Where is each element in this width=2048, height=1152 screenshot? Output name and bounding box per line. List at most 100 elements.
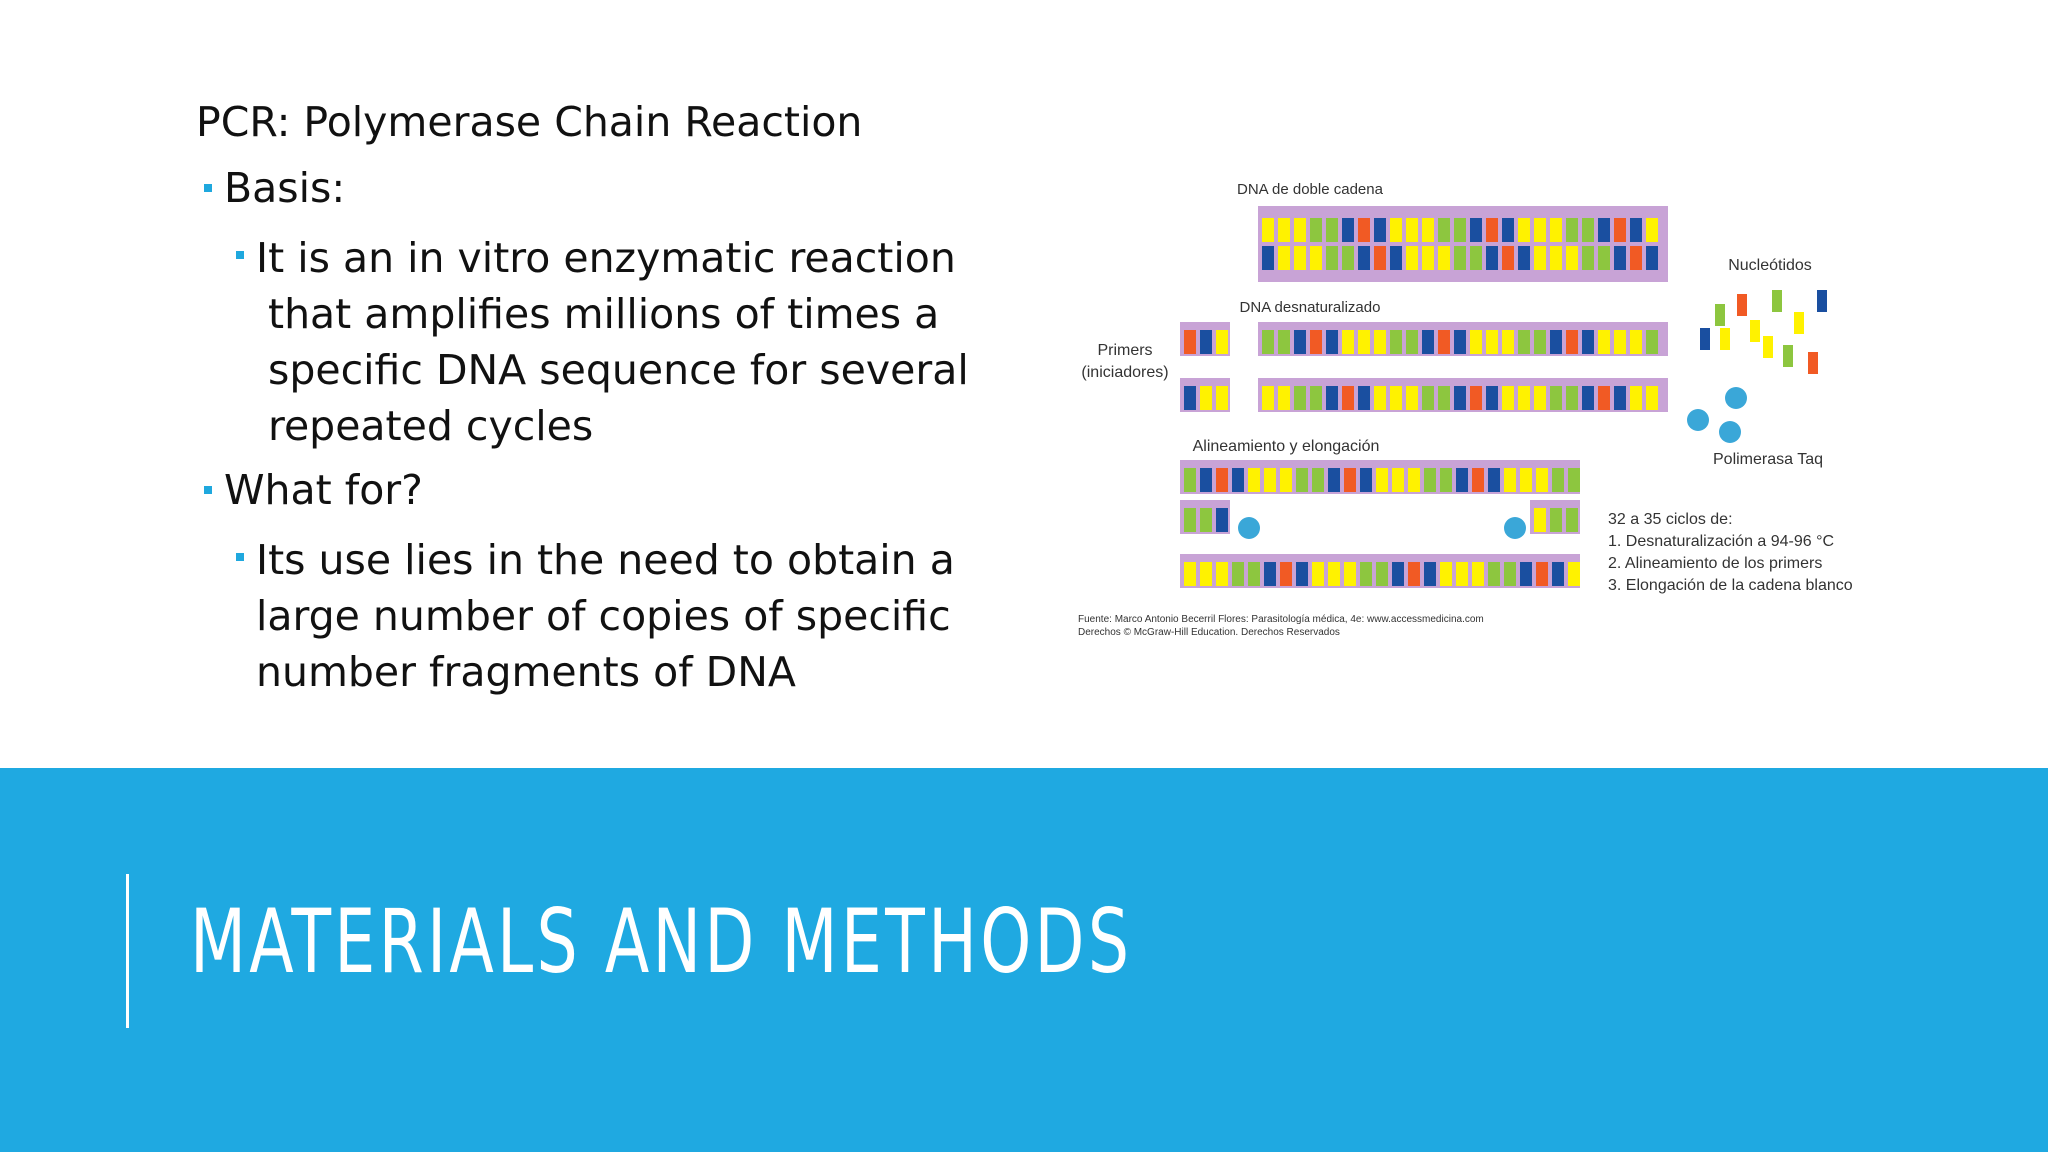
base-pair	[1470, 386, 1482, 410]
base-pair	[1328, 562, 1340, 586]
base-pair	[1376, 562, 1388, 586]
base-pair	[1296, 562, 1308, 586]
cycles-step-2: 2. Alineamiento de los primers	[1608, 555, 1822, 572]
base-pair	[1630, 386, 1642, 410]
base-pair	[1582, 386, 1594, 410]
base-pair	[1278, 330, 1290, 354]
base-pair	[1566, 246, 1578, 270]
base-pair	[1502, 330, 1514, 354]
base-pair	[1582, 246, 1594, 270]
base-pair	[1280, 562, 1292, 586]
base-pair	[1184, 386, 1196, 410]
base-pair	[1216, 386, 1228, 410]
base-pair	[1262, 386, 1274, 410]
primers	[1180, 322, 1230, 412]
base-pair	[1294, 246, 1306, 270]
base-pair	[1310, 246, 1322, 270]
base-pair	[1216, 468, 1228, 492]
base-pair	[1342, 330, 1354, 354]
bullet-what-for: What for?	[224, 466, 423, 514]
bullet-basis: Basis:	[224, 164, 346, 212]
base-pair	[1486, 386, 1498, 410]
base-pair	[1614, 246, 1626, 270]
base-pair	[1518, 386, 1530, 410]
sub-bullet-marker	[236, 553, 244, 561]
base-pair	[1502, 218, 1514, 242]
base-pair	[1296, 468, 1308, 492]
nucleotide	[1794, 312, 1804, 334]
base-pair	[1568, 468, 1580, 492]
base-pair	[1566, 218, 1578, 242]
base-pair	[1614, 330, 1626, 354]
base-pair	[1582, 330, 1594, 354]
banner-divider	[126, 874, 129, 1028]
base-pair	[1262, 330, 1274, 354]
base-pair	[1518, 218, 1530, 242]
slide-heading: PCR: Polymerase Chain Reaction	[196, 98, 863, 146]
base-pair	[1358, 218, 1370, 242]
base-pair	[1534, 386, 1546, 410]
polymerase-enzyme	[1687, 409, 1709, 431]
base-pair	[1552, 468, 1564, 492]
nucleotide	[1737, 294, 1747, 316]
nucleotide	[1750, 320, 1760, 342]
base-pair	[1342, 246, 1354, 270]
base-pair	[1344, 468, 1356, 492]
base-pair	[1646, 246, 1658, 270]
label-double-strand: DNA de doble cadena	[1237, 181, 1384, 198]
base-pair	[1312, 562, 1324, 586]
base-pair	[1566, 386, 1578, 410]
base-pair	[1406, 246, 1418, 270]
sub-bullet-basis-text: It is an in vitro enzymatic reaction tha…	[256, 234, 969, 450]
base-pair	[1440, 468, 1452, 492]
base-pair	[1200, 562, 1212, 586]
base-pair	[1248, 562, 1260, 586]
base-pair	[1630, 246, 1642, 270]
base-pair	[1294, 386, 1306, 410]
base-pair	[1392, 562, 1404, 586]
base-pair	[1184, 508, 1196, 532]
polymerase-enzyme	[1238, 517, 1260, 539]
base-pair	[1472, 468, 1484, 492]
base-pair	[1646, 330, 1658, 354]
base-pair	[1360, 468, 1372, 492]
nucleotide	[1772, 290, 1782, 312]
source-line-1: Fuente: Marco Antonio Becerril Flores: P…	[1078, 614, 1484, 625]
base-pair	[1310, 330, 1322, 354]
base-pair	[1598, 386, 1610, 410]
base-pair	[1486, 246, 1498, 270]
base-pair	[1550, 246, 1562, 270]
base-pair	[1536, 562, 1548, 586]
base-pair	[1374, 386, 1386, 410]
base-pair	[1550, 386, 1562, 410]
base-pair	[1326, 246, 1338, 270]
base-pair	[1470, 330, 1482, 354]
base-pair	[1262, 246, 1274, 270]
taq-polymerase	[1238, 387, 1747, 539]
base-pair	[1518, 330, 1530, 354]
nucleotide	[1715, 304, 1725, 326]
base-pair	[1184, 468, 1196, 492]
bullet-marker	[204, 184, 212, 192]
base-pair	[1568, 562, 1580, 586]
base-pair	[1456, 468, 1468, 492]
base-pair	[1534, 246, 1546, 270]
nucleotide	[1763, 336, 1773, 358]
base-pair	[1200, 386, 1212, 410]
base-pair	[1534, 508, 1546, 532]
base-pair	[1408, 562, 1420, 586]
section-title: MATERIALS AND METHODS	[190, 890, 1133, 993]
label-denatured: DNA desnaturalizado	[1240, 299, 1381, 316]
base-pair	[1280, 468, 1292, 492]
source-line-2: Derechos © McGraw-Hill Education. Derech…	[1078, 627, 1340, 638]
base-pair	[1422, 218, 1434, 242]
base-pair	[1566, 330, 1578, 354]
section-banner	[0, 768, 2048, 1152]
base-pair	[1326, 218, 1338, 242]
sub-bullet-what-for-text: Its use lies in the need to obtain a lar…	[256, 536, 955, 696]
base-pair	[1264, 562, 1276, 586]
base-pair	[1518, 246, 1530, 270]
base-pair	[1278, 246, 1290, 270]
base-pair	[1456, 562, 1468, 586]
label-primers: Primers	[1097, 342, 1152, 359]
